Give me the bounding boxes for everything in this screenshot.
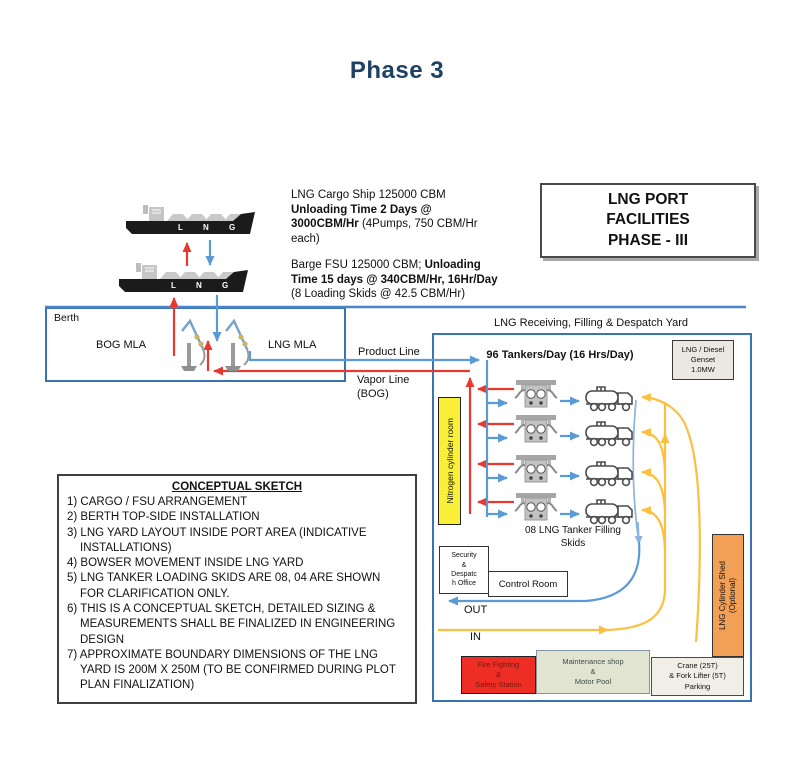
fsu-barge-icon: L N G (119, 263, 248, 292)
port-facilities-title-box: LNG PORT FACILITIES PHASE - III (540, 183, 756, 259)
sketch-item: 4) BOWSER MOVEMENT INSIDE LNG YARD (67, 557, 304, 570)
sketch-title: CONCEPTUAL SKETCH (171, 481, 303, 493)
loading-arm-icon (181, 318, 206, 371)
maintenance-line: Maintenance shop (562, 656, 624, 666)
fire-line: Safety Station (475, 679, 522, 689)
nitrogen-cylinder-room-box: Nitrogen cylinder room (438, 397, 461, 525)
lng-cargo-ship-icon: L N G (126, 205, 255, 234)
vapor-line-label: Vapor Line (BOG) (357, 374, 409, 402)
vapor-line-label-line: (BOG) (357, 387, 389, 400)
berth-label: Berth (54, 312, 80, 324)
tankers-per-day-label: 96 Tankers/Day (16 Hrs/Day) (486, 349, 634, 361)
security-line: Despatc (451, 571, 477, 578)
sketch-item: 2) BERTH TOP-SIDE INSTALLATION (67, 511, 260, 524)
security-line: Security (451, 552, 477, 560)
port-box-line: LNG PORT (607, 191, 689, 208)
maintenance-shop-box: Maintenance shop & Motor Pool (536, 650, 650, 694)
page-title: Phase 3 (349, 57, 445, 84)
in-label: IN (470, 631, 481, 643)
tanker-truck-icon (585, 499, 633, 525)
filling-skid-icon (514, 415, 558, 443)
yard-title: LNG Receiving, Filling & Despatch Yard (493, 317, 688, 329)
sketch-item: 7) APPROXIMATE BOUNDARY DIMENSIONS OF TH… (67, 648, 396, 692)
sketch-item: 1) CARGO / FSU ARRANGEMENT (67, 496, 248, 508)
genset-line: 1.0MW (691, 364, 715, 374)
bog-mla-label: BOG MLA (96, 339, 147, 351)
sketch-item: 5) LNG TANKER LOADING SKIDS ARE 08, 04 A… (67, 572, 381, 600)
skids-caption-line: Skids (560, 538, 586, 549)
port-box-line: PHASE - III (607, 231, 689, 249)
shed-line: LNG Cylinder Shed (717, 561, 727, 630)
conceptual-sketch-box: CONCEPTUAL SKETCH 1) CARGO / FSU ARRANGE… (57, 474, 417, 704)
sketch-item: 3) LNG YARD LAYOUT INSIDE PORT AREA (IND… (67, 526, 367, 554)
crane-line: & Fork Lifter (5T) (669, 671, 726, 681)
security-line: h Office (452, 580, 476, 588)
filling-skid-icon (514, 455, 558, 483)
sketch-item: 6) THIS IS A CONCEPTUAL SKETCH, DETAILED… (67, 602, 396, 646)
security-line: & (461, 561, 467, 569)
svg-text:L N G: L N G (171, 281, 237, 290)
skids-caption-line: 08 LNG Tanker Filling (525, 525, 621, 536)
loading-arm-icon (225, 318, 250, 371)
sketch-items: 1) CARGO / FSU ARRANGEMENT 2) BERTH TOP-S… (67, 495, 407, 694)
genset-box: LNG / Diesel Genset 1.0MW (672, 340, 734, 380)
tanker-truck-icon (585, 386, 633, 412)
nitrogen-room-label: Nitrogen cylinder room (444, 418, 455, 504)
filling-skid-icon (514, 380, 558, 408)
product-line-label: Product Line (358, 346, 420, 358)
shed-line: (Optional) (728, 577, 737, 614)
tanker-truck-icon (585, 461, 633, 487)
svg-text:L N G: L N G (178, 223, 244, 232)
genset-line: Genset (690, 355, 716, 365)
lng-cylinder-shed-box: LNG Cylinder Shed (Optional) (712, 534, 744, 657)
genset-line: LNG / Diesel (681, 345, 725, 355)
fire-line: & (495, 670, 501, 680)
crane-parking-box: Crane (25T) & Fork Lifter (5T) Parking (651, 657, 744, 696)
crane-line: Crane (25T) (677, 661, 718, 671)
despatch-yard-box (432, 333, 752, 702)
fire-line: Fire Fighting (477, 660, 520, 670)
port-box-line: FACILITIES (606, 211, 690, 229)
tanker-truck-icon (585, 421, 633, 447)
filling-skid-icon (514, 493, 558, 521)
vapor-line-label-line: Vapor Line (357, 374, 410, 386)
control-room-box: Control Room (488, 571, 568, 597)
lng-mla-label: LNG MLA (268, 339, 317, 351)
security-despatch-office-box: Security & Despatc h Office (439, 546, 489, 594)
crane-line: Parking (684, 681, 711, 691)
maintenance-line: Motor Pool (574, 677, 612, 687)
out-label: OUT (464, 604, 488, 616)
maintenance-line: & (590, 666, 596, 676)
fire-fighting-station-box: Fire Fighting & Safety Station (461, 656, 536, 694)
